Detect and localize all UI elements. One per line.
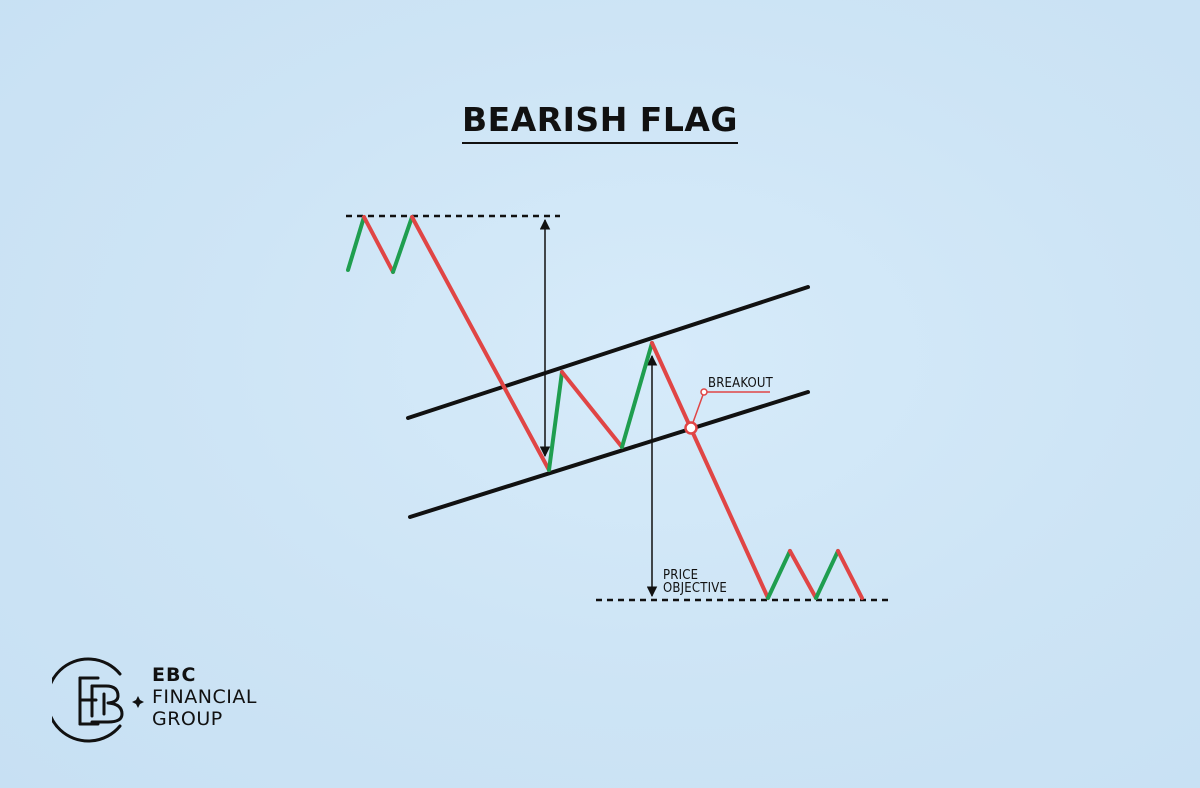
flag-leg-down: [560, 370, 624, 449]
brand-line-3: GROUP: [152, 708, 223, 730]
price-leg-up: [346, 215, 366, 272]
sparkle-icon: [132, 696, 144, 708]
price-leg-down: [362, 215, 395, 274]
flag-upper-channel-line: [406, 285, 810, 420]
ebc-logo: [52, 657, 144, 743]
price-objective-label-line1: PRICE: [663, 568, 699, 583]
ebc-monogram-logo: [52, 657, 124, 743]
price-leg-up: [391, 215, 414, 274]
breakout-leader-line: [690, 391, 770, 429]
flagpole-decline: [410, 215, 551, 472]
brand-line-1: EBC: [152, 664, 197, 686]
brand-line-2: FINANCIAL: [152, 686, 257, 708]
flag-lower-channel-line: [408, 390, 810, 519]
price-leg-up: [766, 549, 792, 600]
price-path: [346, 215, 864, 600]
price-objective-label: PRICE OBJECTIVE: [663, 569, 727, 595]
brand-name: EBC FINANCIAL GROUP: [152, 664, 257, 730]
diagram-title: BEARISH FLAG: [0, 100, 1200, 144]
price-leg-down: [788, 549, 818, 600]
breakout-leader-dot: [700, 388, 708, 396]
price-leg-down: [836, 549, 864, 600]
breakout-point-marker: [684, 421, 698, 435]
breakout-decline: [650, 341, 770, 600]
breakout-label: BREAKOUT: [708, 376, 774, 391]
price-objective-label-line2: OBJECTIVE: [663, 581, 728, 596]
flag-leg-up: [547, 370, 564, 472]
diagram-title-text: BEARISH FLAG: [462, 100, 738, 144]
price-leg-up: [814, 549, 840, 600]
flag-leg-up: [620, 341, 654, 449]
